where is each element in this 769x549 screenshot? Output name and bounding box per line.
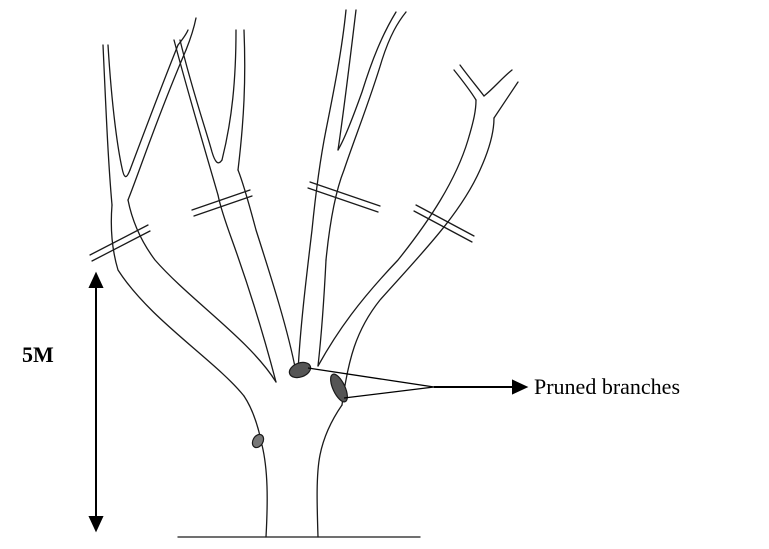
right-fork-a	[454, 70, 476, 100]
center-limb-left	[298, 130, 326, 372]
pruned-branches-label: Pruned branches	[534, 374, 680, 400]
mid-left-limb-inner	[238, 170, 296, 372]
right-fork-d	[494, 82, 518, 118]
height-arrow-head-bottom	[90, 517, 102, 530]
center-fork-c	[326, 12, 406, 260]
cut-mark-4	[414, 205, 474, 242]
far-left-branch-fork-right-b	[128, 50, 186, 200]
pruned-stub-3	[250, 432, 266, 449]
far-left-branch-fork-right-a	[130, 45, 178, 170]
mid-left-fork-a	[174, 40, 218, 195]
callout-arrow-head	[513, 381, 526, 393]
cut-mark-1	[90, 225, 150, 261]
center-fork-b	[338, 10, 356, 150]
callout-line-1	[308, 368, 434, 387]
mid-left-tip-a	[178, 30, 188, 45]
pruned-stub-1	[287, 360, 312, 381]
mid-left-fork-c	[222, 30, 236, 160]
mid-left-limb-outer	[218, 195, 276, 382]
far-left-branch-outer-a	[103, 45, 112, 205]
mid-left-tip-b	[186, 18, 196, 50]
mid-left-fork-d	[238, 30, 245, 170]
trunk-left-edge	[244, 396, 267, 537]
right-limb-right	[342, 118, 494, 405]
trunk-right-edge	[317, 405, 342, 537]
cut-mark-3	[308, 182, 380, 212]
right-fork-b	[460, 65, 484, 96]
right-fork-c	[484, 70, 512, 96]
center-limb-right	[318, 260, 326, 366]
height-arrow-head-top	[90, 274, 102, 287]
right-limb-left	[318, 100, 476, 366]
height-label: 5M	[22, 342, 54, 368]
far-left-branch-outer-b	[108, 45, 130, 177]
mid-left-fork-b	[180, 40, 222, 163]
callout-line-2	[344, 387, 434, 398]
